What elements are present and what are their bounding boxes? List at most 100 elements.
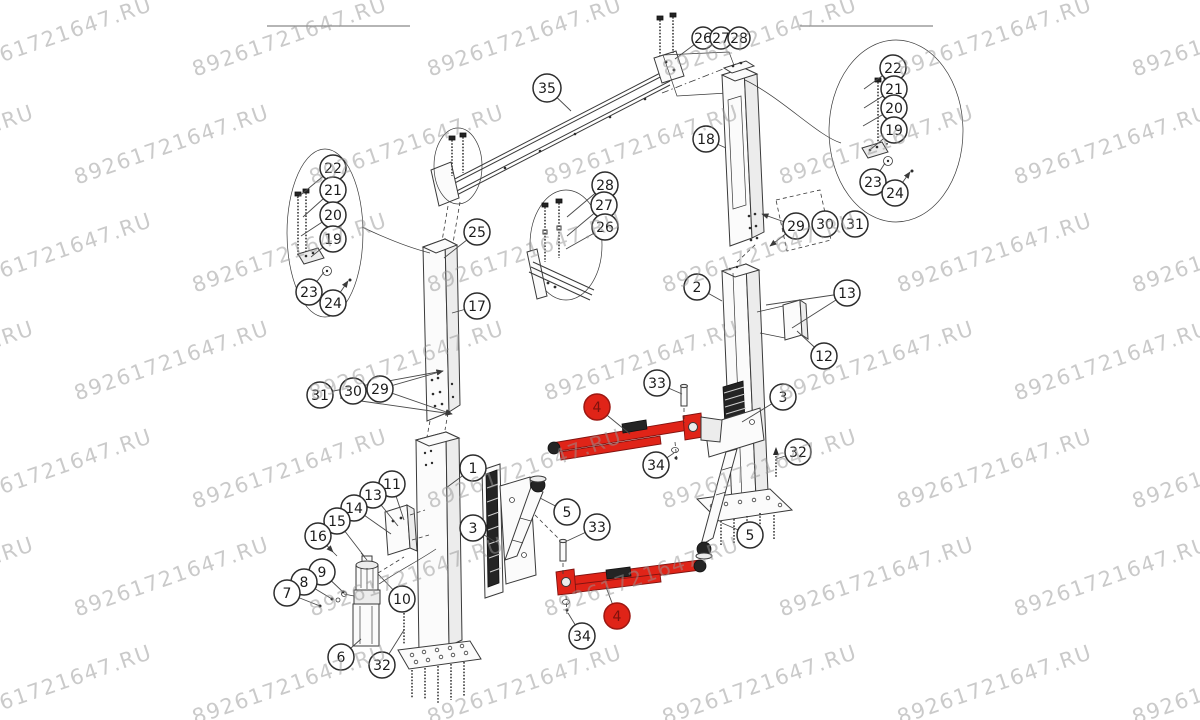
column-left-1 <box>397 431 482 704</box>
svg-text:20: 20 <box>885 101 903 117</box>
svg-text:30: 30 <box>816 217 834 233</box>
svg-text:3: 3 <box>779 390 788 406</box>
svg-text:20: 20 <box>324 208 342 224</box>
svg-text:33: 33 <box>648 376 666 392</box>
balloon-21: 21 <box>319 176 347 204</box>
balloon-23: 23 <box>859 168 887 196</box>
svg-text:19: 19 <box>324 232 342 248</box>
balloon-18: 18 <box>692 125 720 153</box>
balloon-15: 15 <box>323 507 351 535</box>
balloon-32: 32 <box>368 651 396 679</box>
svg-text:32: 32 <box>373 658 391 674</box>
lift-arm-left-5 <box>504 475 547 561</box>
balloon-17: 17 <box>463 292 491 320</box>
svg-text:19: 19 <box>885 123 903 139</box>
svg-text:30: 30 <box>344 384 362 400</box>
svg-text:17: 17 <box>468 299 486 315</box>
balloon-29: 29 <box>782 212 810 240</box>
balloon-3: 3 <box>769 383 797 411</box>
svg-text:29: 29 <box>787 219 805 235</box>
balloon-28: 28 <box>727 26 751 50</box>
svg-text:33: 33 <box>588 520 606 536</box>
balloon-30: 30 <box>339 377 367 405</box>
svg-text:34: 34 <box>573 629 591 645</box>
balloon-1: 1 <box>459 454 487 482</box>
svg-text:4: 4 <box>593 400 602 416</box>
balloon-3: 3 <box>459 514 487 542</box>
lift-arm-right-5 <box>695 448 738 560</box>
svg-text:4: 4 <box>613 609 622 625</box>
balloon-26: 26 <box>591 213 619 241</box>
swing-arm-lower-4 <box>555 538 707 615</box>
balloon-4: 4 <box>583 393 611 421</box>
svg-text:23: 23 <box>864 175 882 191</box>
balloon-4: 4 <box>603 602 631 630</box>
balloon-32: 32 <box>784 438 812 466</box>
svg-text:29: 29 <box>371 382 389 398</box>
svg-text:27: 27 <box>712 31 730 47</box>
svg-text:34: 34 <box>647 458 665 474</box>
svg-text:26: 26 <box>694 31 712 47</box>
balloon-26: 26 <box>691 26 715 50</box>
svg-text:2: 2 <box>693 280 702 296</box>
balloon-7: 7 <box>273 579 301 607</box>
svg-text:28: 28 <box>596 178 614 194</box>
svg-text:11: 11 <box>383 477 401 493</box>
svg-text:26: 26 <box>596 220 614 236</box>
balloon-5: 5 <box>553 498 581 526</box>
beam-detail-ellipse <box>526 189 603 301</box>
svg-text:35: 35 <box>538 81 556 97</box>
svg-text:23: 23 <box>300 285 318 301</box>
svg-text:31: 31 <box>846 217 864 233</box>
svg-text:7: 7 <box>283 586 292 602</box>
svg-text:22: 22 <box>324 161 342 177</box>
balloon-6: 6 <box>327 643 355 671</box>
balloon-33: 33 <box>583 513 611 541</box>
balloon-22: 22 <box>319 154 347 182</box>
balloon-20: 20 <box>319 201 347 229</box>
balloon-20: 20 <box>880 94 908 122</box>
svg-text:6: 6 <box>337 650 346 666</box>
svg-text:25: 25 <box>468 225 486 241</box>
power-unit-6 <box>318 548 437 647</box>
swing-arm-upper-4 <box>547 383 723 463</box>
balloon-13: 13 <box>833 279 861 307</box>
balloon-23: 23 <box>295 278 323 306</box>
balloon-16: 16 <box>304 522 332 550</box>
balloon-35: 35 <box>532 73 562 103</box>
balloon-10: 10 <box>388 585 416 613</box>
balloon-5: 5 <box>736 521 764 549</box>
balloon-27: 27 <box>590 191 618 219</box>
svg-text:31: 31 <box>311 388 329 404</box>
balloon-29: 29 <box>366 375 394 403</box>
svg-text:9: 9 <box>318 565 327 581</box>
svg-text:5: 5 <box>563 505 572 521</box>
balloon-31: 31 <box>841 210 869 238</box>
balloon-25: 25 <box>463 218 491 246</box>
balloon-2: 2 <box>683 273 711 301</box>
svg-text:14: 14 <box>345 501 363 517</box>
svg-text:12: 12 <box>815 349 833 365</box>
svg-text:8: 8 <box>300 575 309 591</box>
balloon-12: 12 <box>810 342 838 370</box>
svg-text:5: 5 <box>746 528 755 544</box>
svg-text:18: 18 <box>697 132 715 148</box>
svg-text:13: 13 <box>838 286 856 302</box>
balloon-19: 19 <box>319 225 347 253</box>
balloon-27: 27 <box>709 26 733 50</box>
balloon-34: 34 <box>568 622 596 650</box>
svg-text:24: 24 <box>886 186 904 202</box>
balloon-19: 19 <box>880 116 908 144</box>
crossbeam-35 <box>430 12 745 248</box>
svg-text:21: 21 <box>885 82 903 98</box>
svg-text:1: 1 <box>469 461 478 477</box>
svg-text:16: 16 <box>309 529 327 545</box>
svg-text:3: 3 <box>469 521 478 537</box>
balloon-21: 21 <box>880 75 908 103</box>
upper-column-right-18 <box>720 60 842 252</box>
carriage-right-3 <box>704 380 765 458</box>
